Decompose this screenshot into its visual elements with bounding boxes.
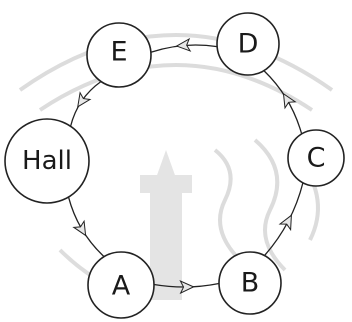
arrowhead-e-to-hall: [77, 91, 92, 108]
node-a-label: A: [112, 271, 131, 302]
node-hall-label: Hall: [22, 146, 72, 176]
arrowhead-d-to-e: [175, 37, 192, 52]
arrowhead-c-to-d: [282, 92, 297, 110]
edges-layer: [67, 37, 304, 295]
node-e: E: [86, 22, 152, 88]
node-d-label: D: [238, 29, 259, 60]
edge-b-to-c: [263, 182, 304, 257]
arrowhead-hall-to-a: [72, 219, 87, 237]
node-hall: Hall: [4, 118, 90, 204]
arrowhead-a-to-b: [179, 280, 195, 295]
node-d: D: [216, 12, 280, 76]
node-a: A: [87, 251, 155, 319]
node-c: C: [287, 129, 345, 187]
node-b: B: [218, 251, 282, 315]
node-b-label: B: [241, 268, 260, 299]
node-e-label: E: [110, 37, 127, 68]
node-c-label: C: [307, 143, 326, 174]
arrowhead-b-to-c: [278, 214, 292, 232]
